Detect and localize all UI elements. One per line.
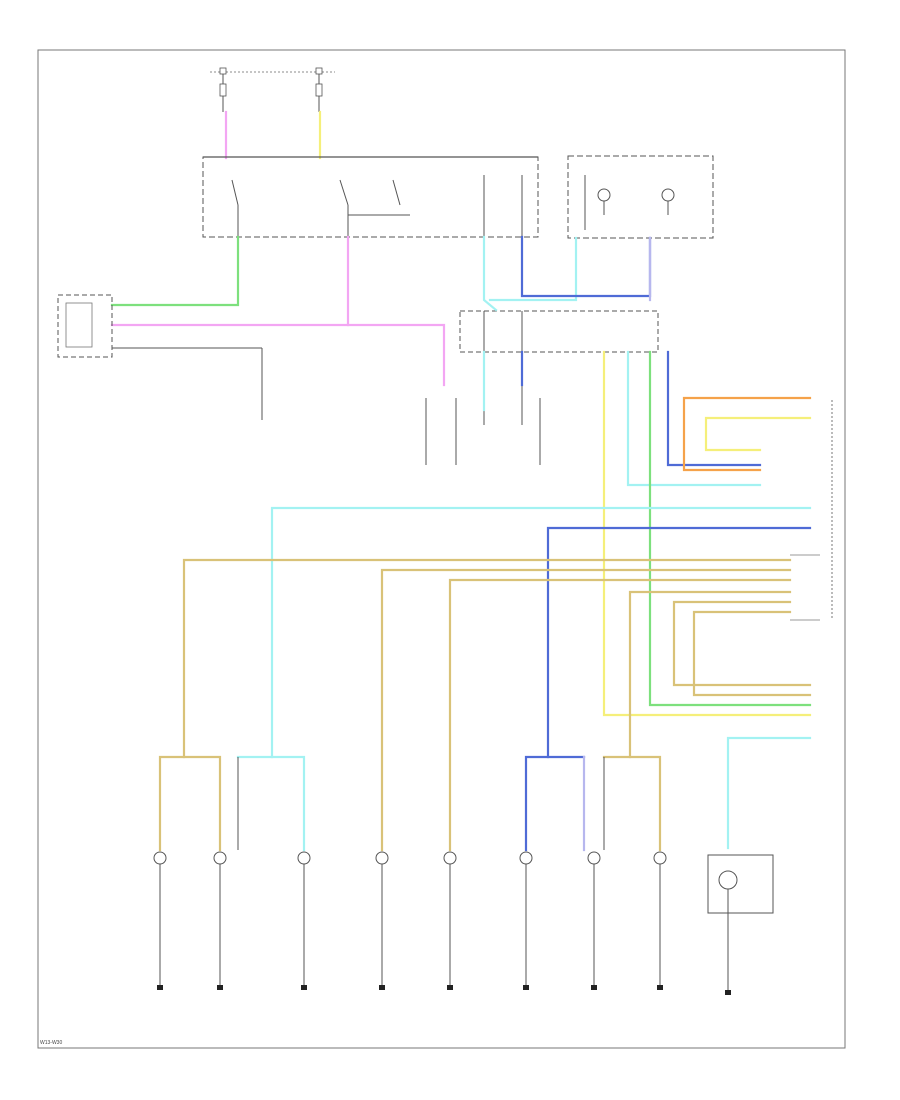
wire-yellow-right xyxy=(602,350,812,717)
lamp-icon xyxy=(587,851,601,865)
ground-icon xyxy=(591,985,597,990)
wire-orange xyxy=(682,396,812,472)
wire-tan-4 xyxy=(628,590,792,759)
lamp-icon xyxy=(213,851,227,865)
wire-tan-2 xyxy=(380,568,792,852)
body-control-module xyxy=(57,294,263,420)
wire-pink-left xyxy=(110,235,350,327)
wire-yellow-loop xyxy=(704,416,812,452)
wire-cyan-right xyxy=(626,350,762,487)
wire-blue-long xyxy=(546,526,812,759)
wire-green-left xyxy=(110,235,240,307)
lamp-row xyxy=(153,851,667,865)
lamp-icon xyxy=(153,851,167,865)
ground-icon xyxy=(217,985,223,990)
ground-icon xyxy=(657,985,663,990)
lamp-icon xyxy=(443,851,457,865)
wire-tan-6 xyxy=(692,610,812,697)
wire-cyan-relay xyxy=(482,235,498,312)
relay-box xyxy=(425,310,659,465)
wire-green-right xyxy=(648,350,812,707)
wire-cyan-lamp-b xyxy=(236,755,306,852)
lamp-icon xyxy=(653,851,667,865)
wire-cyan-top xyxy=(488,236,578,302)
wire-tan-3 xyxy=(448,578,792,852)
ground-lines xyxy=(157,864,663,990)
instrument-module xyxy=(567,155,714,239)
wire-cyan-long xyxy=(270,506,812,759)
headlamp-switch xyxy=(202,156,539,238)
wire-tan-lamp-a xyxy=(158,755,222,852)
wire-blue-right xyxy=(666,350,762,467)
right-connector xyxy=(790,400,833,621)
ground-icon xyxy=(379,985,385,990)
diagram-frame xyxy=(37,49,846,1049)
wire-tan-1 xyxy=(182,558,792,759)
license-lamp-module xyxy=(707,854,774,995)
wire-tan-5 xyxy=(672,600,812,687)
wire-blue-top xyxy=(520,235,652,298)
lamp-icon xyxy=(375,851,389,865)
wire-cyan-far-right xyxy=(726,736,812,850)
ground-icon xyxy=(301,985,307,990)
ground-icon xyxy=(523,985,529,990)
fuse-sources xyxy=(210,67,335,112)
ground-icon xyxy=(447,985,453,990)
ground-icon xyxy=(157,985,163,990)
wire-blue-lamp-c xyxy=(524,755,586,852)
footer-code: W13-W30 xyxy=(40,1040,62,1046)
wire-tan-lamp-d xyxy=(602,755,662,852)
wire-pink-right xyxy=(346,323,446,387)
lamp-icon xyxy=(519,851,533,865)
lamp-icon xyxy=(297,851,311,865)
